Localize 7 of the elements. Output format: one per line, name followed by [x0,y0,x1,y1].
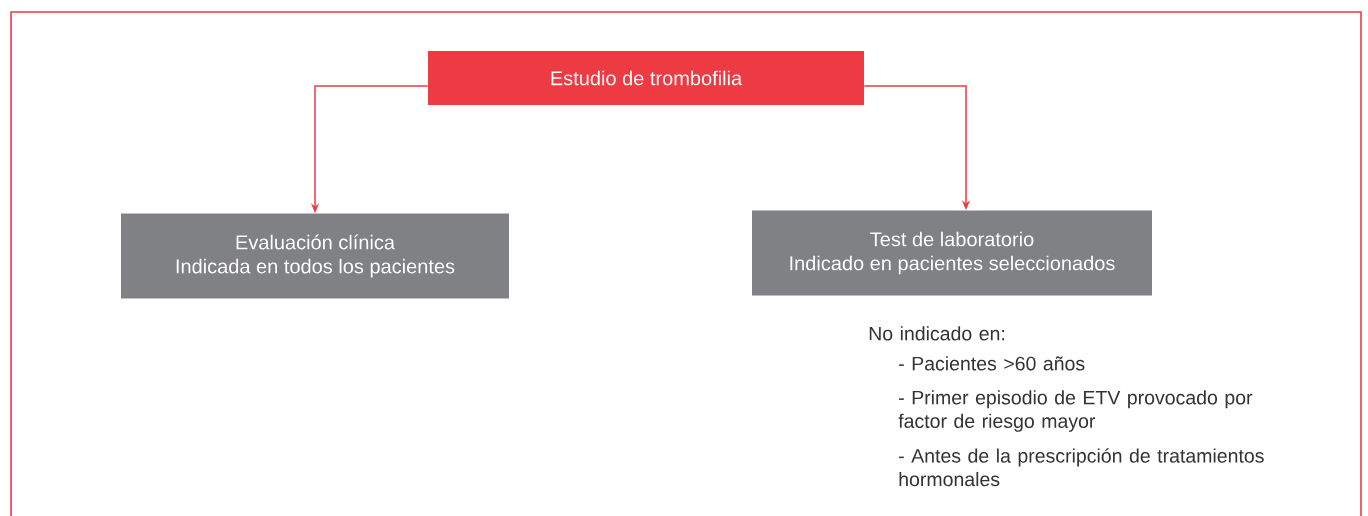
process-box: Test de laboratorio Indicado en pacientes seleccionados [752,210,1152,296]
list-item: No indicado en: [869,326,1005,341]
list-item: - Pacientes >60 años [899,356,1085,371]
title-box: Estudio de trombofilia [428,51,864,105]
list-item: - Antes de la prescripción de tratamientos hormonales [899,448,1264,487]
list-item: - Primer episodio de ETV provocado por factor de riesgo mayor [898,390,1253,432]
process-box: Evaluación clínica Indicada en todos los pacientes [121,213,509,299]
